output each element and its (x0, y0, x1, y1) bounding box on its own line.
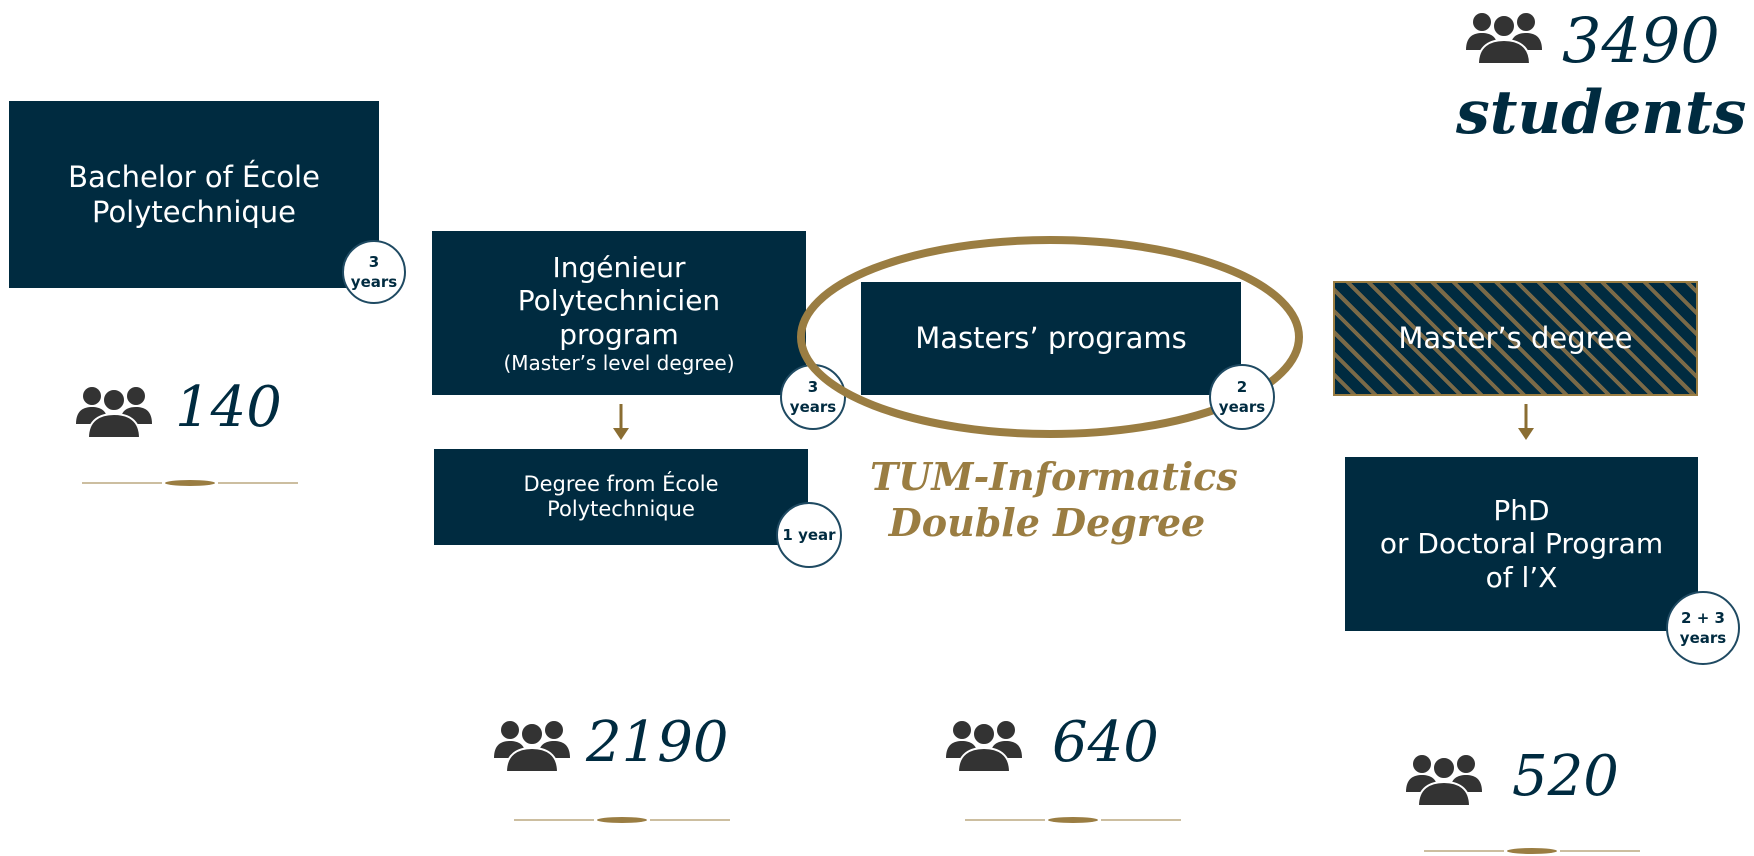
phd-duration-line1: 2 + 3 (1681, 608, 1725, 627)
degree-ecole-box: Degree from École Polytechnique (434, 449, 808, 545)
phd-box: PhD or Doctoral Program of l’X (1345, 457, 1698, 631)
divider-ornament (82, 478, 298, 488)
arrow-down-icon (1516, 404, 1536, 444)
ingenieur-subtitle: (Master’s level degree) (503, 351, 735, 376)
ingenieur-title-line3: program (559, 317, 679, 351)
masters-student-count: 640 (1052, 710, 1159, 775)
total-students-label: students (1456, 78, 1747, 148)
bachelor-box: Bachelor of École Polytechnique (9, 101, 379, 288)
people-group-icon (74, 380, 154, 440)
people-group-icon (944, 714, 1024, 774)
ingenieur-student-count: 2190 (586, 710, 729, 775)
ingenieur-duration-badge: 3 years (780, 364, 846, 430)
phd-title-line1: PhD (1493, 493, 1550, 527)
phd-title-line3: of l’X (1485, 560, 1558, 594)
people-group-icon (492, 714, 572, 774)
ingenieur-box: Ingénieur Polytechnicien program (Master… (432, 231, 806, 395)
degree-ecole-line1: Degree from École (523, 471, 719, 496)
masters-duration-badge: 2 years (1209, 364, 1275, 430)
bachelor-title-line2: Polytechnique (91, 194, 297, 229)
phd-title-line2: or Doctoral Program (1379, 527, 1664, 561)
tum-label-line2: Double Degree (888, 499, 1206, 545)
tum-double-degree-label: TUM-Informatics Double Degree (870, 454, 1238, 545)
divider-ornament (514, 815, 730, 825)
divider-ornament (1424, 846, 1640, 856)
bachelor-title-line1: Bachelor of École (68, 159, 320, 194)
total-student-count: 3490 (1562, 4, 1720, 77)
bachelor-student-count: 140 (175, 375, 282, 440)
degree-ecole-line2: Polytechnique (547, 497, 695, 521)
ingenieur-title-line2: Polytechnicien (517, 284, 721, 318)
divider-ornament (965, 815, 1181, 825)
phd-duration-badge: 2 + 3 years (1666, 591, 1740, 665)
masters-degree-box: Master’s degree (1333, 281, 1698, 396)
masters-degree-title: Master’s degree (1398, 321, 1633, 356)
tum-label-line1: TUM-Informatics (870, 454, 1238, 499)
phd-student-count: 520 (1512, 744, 1619, 809)
highlight-ellipse (797, 236, 1303, 438)
arrow-down-icon (611, 404, 631, 444)
masters-box: Masters’ programs (861, 282, 1241, 395)
bachelor-duration-badge: 3 years (342, 240, 406, 304)
phd-duration-line2: years (1679, 629, 1727, 647)
ingenieur-title-line1: Ingénieur (552, 250, 686, 284)
people-group-icon (1464, 6, 1544, 66)
degree-ecole-duration-badge: 1 year (776, 502, 842, 568)
masters-title: Masters’ programs (915, 321, 1187, 356)
people-group-icon (1404, 748, 1484, 808)
